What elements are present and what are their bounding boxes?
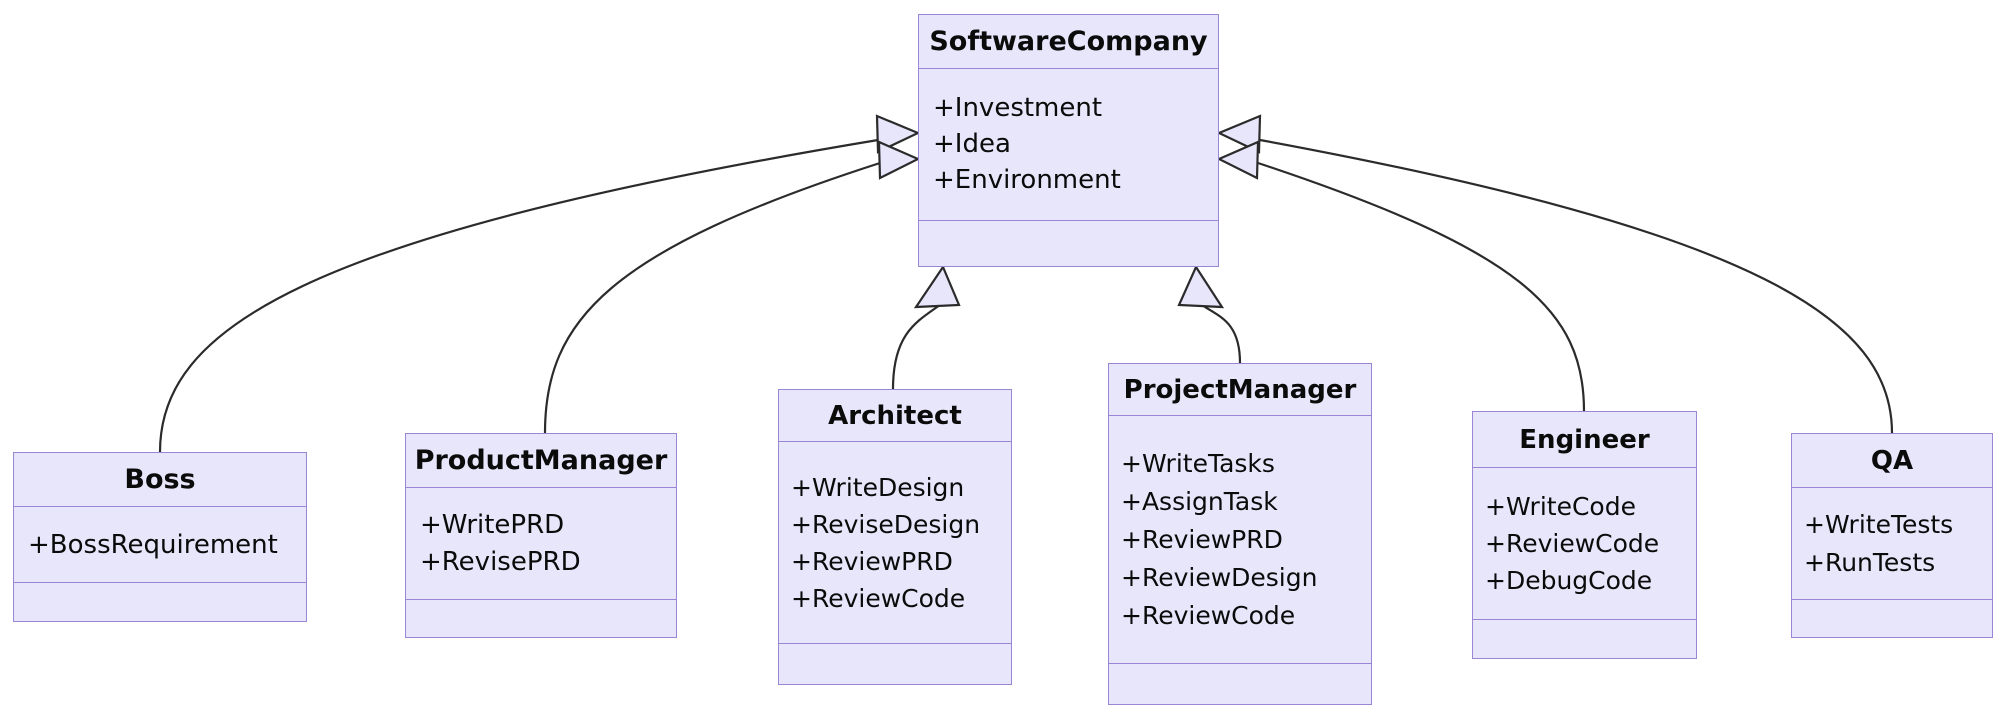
methods-compartment-engineer (1473, 620, 1696, 658)
generalization-arrowhead-boss (875, 114, 921, 154)
methods-compartment-boss (14, 583, 306, 619)
attribute-row: +Idea (933, 129, 1011, 159)
attributes-compartment-engineer: +WriteCode +ReviewCode +DebugCode (1473, 468, 1696, 620)
attribute-row: +ReviseDesign (791, 509, 981, 539)
generalization-arrowhead-projectmanager (1177, 264, 1225, 309)
attribute-row: +Investment (933, 93, 1103, 123)
attribute-row: +RevisePRD (420, 546, 581, 577)
class-box-architect[interactable]: Architect +WriteDesign +ReviseDesign +Re… (778, 389, 1012, 685)
class-name-engineer: Engineer (1473, 412, 1696, 468)
attribute-row: +RunTests (1804, 547, 1936, 577)
attribute-row: +ReviewDesign (1121, 562, 1318, 592)
class-name-qa: QA (1792, 434, 1992, 488)
edge-architect-to-softwarecompany (891, 301, 945, 390)
class-name-productmanager: ProductManager (406, 434, 676, 488)
class-box-softwarecompany[interactable]: SoftwareCompany +Investment +Idea +Envir… (918, 14, 1219, 267)
attribute-row: +WriteTests (1804, 509, 1954, 539)
edge-projectmanager-to-softwarecompany (1197, 301, 1242, 364)
class-name-softwarecompany: SoftwareCompany (919, 15, 1218, 69)
generalization-arrowhead-qa (1216, 114, 1262, 154)
generalization-arrowhead-engineer (1216, 140, 1260, 180)
attribute-row: +ReviewCode (1121, 600, 1296, 630)
class-name-architect: Architect (779, 390, 1011, 442)
attributes-compartment-productmanager: +WritePRD +RevisePRD (406, 488, 676, 600)
class-box-productmanager[interactable]: ProductManager +WritePRD +RevisePRD (405, 433, 677, 638)
methods-compartment-qa (1792, 600, 1992, 635)
attribute-row: +WriteDesign (791, 472, 965, 502)
class-box-engineer[interactable]: Engineer +WriteCode +ReviewCode +DebugCo… (1472, 411, 1697, 659)
attribute-row: +DebugCode (1485, 565, 1653, 595)
class-box-qa[interactable]: QA +WriteTests +RunTests (1791, 433, 1993, 638)
class-box-boss[interactable]: Boss +BossRequirement (13, 452, 307, 622)
attribute-row: +AssignTask (1121, 486, 1278, 516)
attribute-row: +ReviewCode (791, 583, 966, 613)
attributes-compartment-boss: +BossRequirement (14, 507, 306, 583)
attribute-row: +ReviewCode (1485, 528, 1660, 558)
edge-qa-to-softwarecompany (1259, 138, 1894, 434)
generalization-arrowhead-productmanager (877, 140, 921, 180)
methods-compartment-softwarecompany (919, 221, 1218, 264)
attribute-row: +WriteCode (1485, 491, 1636, 521)
attribute-row: +WritePRD (420, 509, 565, 540)
attributes-compartment-softwarecompany: +Investment +Idea +Environment (919, 69, 1218, 221)
attributes-compartment-qa: +WriteTests +RunTests (1792, 488, 1992, 600)
class-box-projectmanager[interactable]: ProjectManager +WriteTasks +AssignTask +… (1108, 363, 1372, 705)
attribute-row: +ReviewPRD (1121, 524, 1283, 554)
attribute-row: +WriteTasks (1121, 448, 1275, 478)
methods-compartment-productmanager (406, 600, 676, 635)
class-name-projectmanager: ProjectManager (1109, 364, 1371, 416)
attribute-row: +ReviewPRD (791, 546, 953, 576)
methods-compartment-projectmanager (1109, 664, 1371, 702)
edge-engineer-to-softwarecompany (1257, 161, 1586, 412)
generalization-arrowhead-architect (913, 264, 961, 309)
edge-productmanager-to-softwarecompany (543, 161, 881, 434)
attributes-compartment-architect: +WriteDesign +ReviseDesign +ReviewPRD +R… (779, 442, 1011, 644)
attribute-row: +Environment (933, 165, 1121, 195)
methods-compartment-architect (779, 644, 1011, 682)
attribute-row: +BossRequirement (28, 529, 278, 560)
attributes-compartment-projectmanager: +WriteTasks +AssignTask +ReviewPRD +Revi… (1109, 416, 1371, 664)
class-name-boss: Boss (14, 453, 306, 507)
edge-boss-to-softwarecompany (158, 138, 879, 453)
